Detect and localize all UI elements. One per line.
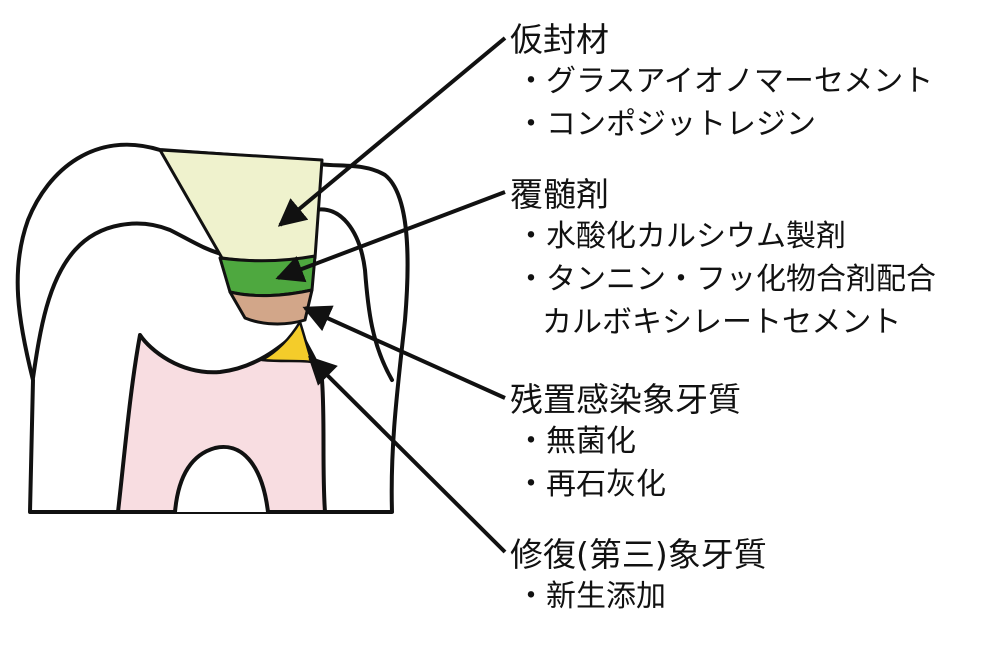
callout-item: ・水酸化カルシウム製剤 (516, 219, 846, 254)
residual-infected-dentin-shape (228, 288, 314, 326)
callout-item: ・新生添加 (516, 579, 666, 614)
pulp-chamber-shape (116, 328, 327, 514)
callout-item: ・タンニン・フッ化物合剤配合 (516, 262, 936, 297)
pulp-capping-agent-shape (218, 254, 317, 298)
callout-heading: 残置感染象牙質 (510, 380, 741, 419)
callout-reparative-dentin: 修復(第三)象牙質 ・新生添加 (510, 535, 767, 618)
dentin-enamel-junction-line (31, 207, 394, 382)
reparative-dentin-shape (260, 320, 314, 364)
callout-heading: 覆髄剤 (510, 175, 609, 214)
callout-heading: 仮封材 (510, 20, 609, 59)
callout-item: ・グラスアイオノマーセメント (516, 64, 934, 99)
arrow-pulp-capping-agent (275, 190, 506, 283)
callout-item-continuation: カルボキシレートセメント (542, 305, 902, 340)
callout-item: ・コンポジットレジン (516, 107, 816, 142)
callout-item: ・無菌化 (516, 424, 636, 459)
callout-temporary-filling: 仮封材 ・グラスアイオノマーセメント ・コンポジットレジン (510, 20, 933, 146)
callout-heading: 修復(第三)象牙質 (510, 535, 767, 574)
arrow-residual-infected-dentin (302, 305, 506, 400)
callout-residual-infected-dentin: 残置感染象牙質 ・無菌化 ・再石灰化 (510, 380, 741, 506)
arrow-reparative-dentin (308, 356, 507, 554)
arrow-temporary-filling (277, 36, 507, 227)
callout-pulp-capping-agent: 覆髄剤 ・水酸化カルシウム製剤 ・タンニン・フッ化物合剤配合 カルボキシレートセ… (510, 175, 936, 344)
root-canal-outline (173, 445, 270, 514)
callout-item: ・再石灰化 (516, 467, 666, 502)
